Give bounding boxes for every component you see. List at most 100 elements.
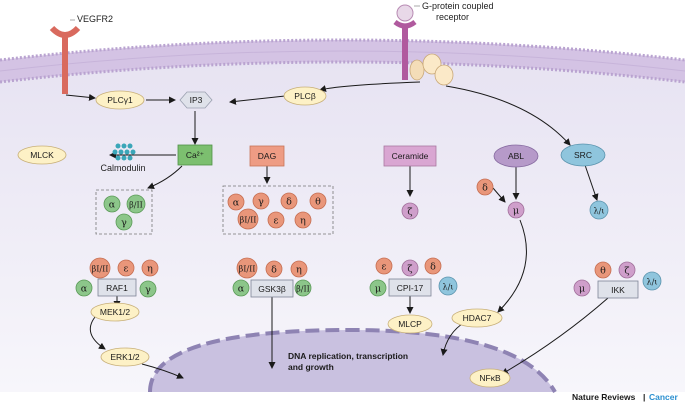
pkc-isoform-eta-label: η [296, 264, 302, 275]
pkc-isoform-theta-label: θ [315, 196, 321, 207]
pkc-isoform-beta [294, 279, 312, 297]
svg-text:HDAC7: HDAC7 [463, 313, 492, 323]
pkc-isoform-alpha-label: α [109, 199, 116, 210]
plc-beta-node: PLCβ [283, 86, 327, 106]
mlck-node: MLCK [17, 145, 67, 165]
pkc-isoform-theta [594, 261, 612, 279]
raf1-node: RAF1 [97, 278, 137, 297]
pkc-isoform-delta-label: δ [286, 196, 292, 207]
pkc-isoform-zeta [401, 202, 419, 220]
pkc-isoform-betaI [237, 208, 259, 230]
pkc-isoform-delta-label: δ [430, 261, 436, 272]
pkc-isoform-beta [126, 194, 146, 214]
pkc-isoform-alpha [232, 279, 250, 297]
vegfr2-receptor [49, 25, 81, 94]
gsk3b-node: GSK3β [250, 279, 294, 298]
svg-text:GSK3β: GSK3β [258, 284, 286, 294]
pkc-isoform-epsilon [267, 211, 285, 229]
nucleus-label-line1: DNA replication, transcription [288, 351, 408, 361]
nucleus-label-line2: and growth [288, 362, 334, 372]
pkc-isoform-alpha-label: α [238, 283, 245, 294]
gpcr-label-line2: receptor [436, 12, 469, 22]
svg-text:ABL: ABL [508, 151, 524, 161]
pkc-isoform-gamma-label: γ [258, 196, 264, 207]
svg-text:CPI-17: CPI-17 [397, 283, 424, 293]
credit-journal: Nature Reviews [572, 392, 636, 402]
pkc-isoform-eta [290, 260, 308, 278]
pkc-isoform-zeta-label: ζ [407, 263, 412, 274]
cpi17-node: CPI-17 [388, 278, 432, 297]
svg-text:ERK1/2: ERK1/2 [110, 352, 140, 362]
pkc-isoform-gamma-label: γ [145, 284, 151, 295]
src-node: SRC [560, 143, 606, 167]
pkc-isoform-delta [476, 178, 494, 196]
nucleus [148, 327, 557, 393]
ceramide-node: Ceramide [383, 145, 437, 167]
calmodulin-cluster [112, 143, 136, 161]
pkc-isoform-betaI [89, 257, 111, 279]
plc-gamma1-node: PLCγ1 [95, 90, 145, 110]
g-protein-complex [409, 53, 454, 86]
pkc-isoform-betaI [236, 257, 258, 279]
pkc-isoform-zeta-label: ζ [624, 265, 629, 276]
plasma-membrane [0, 38, 685, 84]
svg-text:MEK1/2: MEK1/2 [100, 307, 131, 317]
abl-node: ABL [493, 144, 539, 168]
pkc-isoform-mu-label: μ [579, 283, 585, 294]
ip3-node: IP3 [179, 91, 213, 109]
svg-text:PLCγ1: PLCγ1 [107, 95, 133, 105]
pkc-isoform-delta [424, 257, 442, 275]
pkc-isoform-eta-label: η [147, 263, 153, 274]
pkc-isoform-mu-label: μ [513, 205, 519, 216]
pkc-isoform-eta-label: η [300, 215, 306, 226]
nfkb-node: NFκB [469, 368, 511, 388]
pkc-isoform-eta [294, 211, 312, 229]
erk-node: ERK1/2 [100, 347, 150, 367]
pkc-isoform-betaI-label: βI/II [239, 264, 256, 273]
pkc-isoform-epsilon-label: ε [382, 261, 387, 272]
calcium-node: Ca²⁺ [177, 144, 213, 166]
pkc-isoform-delta [280, 192, 298, 210]
pkc-isoform-eta [141, 259, 159, 277]
svg-text:IKK: IKK [611, 285, 625, 295]
pkc-isoform-delta-label: δ [482, 182, 488, 193]
pkc-isoform-zeta-label: ζ [407, 206, 412, 217]
pkc-isoform-beta-label: β/II [129, 200, 143, 209]
hdac7-node: HDAC7 [451, 308, 503, 328]
mlcp-node: MLCP [387, 314, 433, 334]
pkc-isoform-lambda [642, 271, 662, 291]
pkc-isoform-betaI-label: βI/II [240, 215, 257, 224]
pkc-isoform-mu [507, 201, 525, 219]
svg-text:Ca²⁺: Ca²⁺ [186, 150, 205, 160]
pkc-isoform-beta-label: β/II [296, 284, 310, 293]
svg-text:MLCK: MLCK [30, 150, 54, 160]
pkc-isoform-theta-label: θ [600, 265, 606, 276]
pkc-isoform-alpha [75, 279, 93, 297]
gpcr-receptor [393, 4, 417, 80]
pkc-isoform-lambda [438, 276, 458, 296]
classical-pkc-box [95, 189, 153, 235]
dag-node: DAG [249, 145, 285, 167]
svg-text:RAF1: RAF1 [106, 283, 128, 293]
vegfr2-label: VEGFR2 [77, 14, 113, 24]
pkc-isoform-mu-label: μ [375, 283, 381, 294]
pkc-isoform-zeta [618, 261, 636, 279]
pkc-isoform-betaI-label: βI/II [92, 264, 109, 273]
pkc-isoform-epsilon [117, 259, 135, 277]
gpcr-label-line1: G-protein coupled [422, 1, 494, 11]
svg-text:Ceramide: Ceramide [392, 151, 429, 161]
pkc-isoform-theta [309, 192, 327, 210]
pkc-isoform-alpha [103, 195, 121, 213]
pkc-isoform-gamma [139, 280, 157, 298]
pkc-isoform-gamma [252, 192, 270, 210]
pkc-isoform-mu [573, 279, 591, 297]
pkc-isoform-lambda-label: λ/ι [647, 277, 658, 286]
mek-node: MEK1/2 [90, 302, 140, 322]
pkc-isoform-lambda-label: λ/ι [594, 206, 605, 215]
pkc-isoform-zeta [401, 259, 419, 277]
dag-pkc-box [222, 185, 334, 235]
pkc-isoform-gamma-label: γ [121, 217, 127, 228]
